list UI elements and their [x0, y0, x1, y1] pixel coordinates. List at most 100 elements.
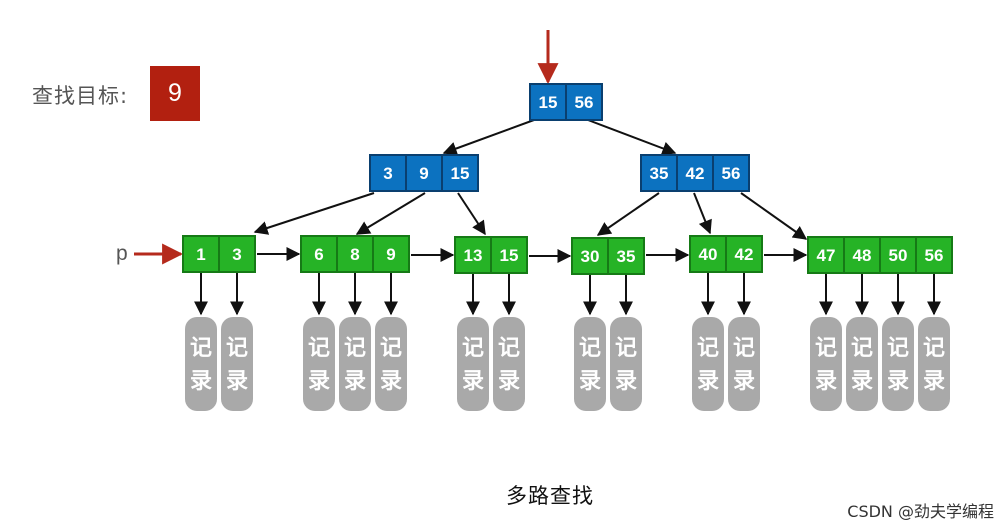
diagram-caption: 多路查找 — [506, 484, 594, 508]
record-text: 录 — [579, 369, 601, 394]
record-shape — [610, 317, 642, 411]
leaf-node-key: 47 — [817, 246, 836, 265]
tree-edge — [442, 119, 535, 156]
record-block: 记录 — [846, 317, 878, 411]
leaf-node-key: 56 — [925, 246, 944, 265]
internal-node-cell — [441, 154, 479, 192]
record-text: 录 — [226, 369, 248, 394]
record-text: 录 — [308, 369, 330, 394]
record-shape — [493, 317, 525, 411]
internal-node-cell — [640, 154, 678, 192]
record-text: 记 — [226, 336, 248, 361]
tree-edge — [355, 192, 426, 235]
internal-node-cell — [712, 154, 750, 192]
record-text: 记 — [308, 336, 330, 361]
internal-node-cell — [369, 154, 407, 192]
record-text: 录 — [190, 369, 212, 394]
record-shape — [375, 317, 407, 411]
record-text: 录 — [498, 369, 520, 394]
leaf-node-cell — [218, 235, 256, 273]
record-text: 录 — [923, 369, 945, 394]
record-text: 录 — [851, 369, 873, 394]
leaf-node-cell — [336, 235, 374, 273]
watermark: CSDN @劲夫学编程 — [847, 502, 994, 521]
record-shape — [339, 317, 371, 411]
record-text: 记 — [851, 336, 873, 361]
record-block: 记录 — [457, 317, 489, 411]
record-block: 记录 — [882, 317, 914, 411]
record-block: 记录 — [221, 317, 253, 411]
record-text: 记 — [462, 336, 484, 361]
record-block: 记录 — [610, 317, 642, 411]
record-block: 记录 — [375, 317, 407, 411]
pointer-p-label: p — [116, 242, 128, 265]
record-text: 记 — [579, 336, 601, 361]
internal-node-key: 15 — [451, 164, 470, 183]
record-block: 记录 — [185, 317, 217, 411]
record-block: 记录 — [339, 317, 371, 411]
leaf-node-cell — [607, 237, 645, 275]
tree-edge — [587, 119, 677, 156]
record-shape — [303, 317, 335, 411]
leaf-node-cell — [725, 235, 763, 273]
record-text: 录 — [887, 369, 909, 394]
record-shape — [574, 317, 606, 411]
record-block: 记录 — [574, 317, 606, 411]
record-text: 记 — [923, 336, 945, 361]
leaf-node-cell — [571, 237, 609, 275]
search-target-value: 9 — [150, 66, 200, 121]
record-text: 录 — [344, 369, 366, 394]
record-text: 记 — [344, 336, 366, 361]
leaf-node-cell — [689, 235, 727, 273]
record-text: 记 — [498, 336, 520, 361]
record-shape — [728, 317, 760, 411]
record-block: 记录 — [728, 317, 760, 411]
record-text: 记 — [887, 336, 909, 361]
leaf-node-key: 15 — [500, 246, 519, 265]
leaf-node-key: 13 — [464, 246, 483, 265]
leaf-node-key: 35 — [617, 247, 636, 266]
root-node-key: 15 — [539, 93, 558, 112]
record-shape — [692, 317, 724, 411]
record-shape — [457, 317, 489, 411]
tree-edges — [134, 30, 941, 316]
leaf-node-cell — [454, 236, 492, 274]
record-shape — [918, 317, 950, 411]
leaf-node-key: 6 — [314, 245, 323, 264]
record-text: 记 — [697, 336, 719, 361]
internal-node-key: 56 — [722, 164, 741, 183]
search-target-label: 查找目标: — [32, 84, 129, 108]
record-shape — [882, 317, 914, 411]
record-text: 录 — [380, 369, 402, 394]
internal-node-key: 42 — [686, 164, 705, 183]
record-text: 记 — [190, 336, 212, 361]
leaf-node-cell — [372, 235, 410, 273]
leaf-node-key: 8 — [350, 245, 359, 264]
record-text: 记 — [380, 336, 402, 361]
tree-edge — [740, 192, 808, 240]
record-block: 记录 — [692, 317, 724, 411]
root-node-cell — [565, 83, 603, 121]
record-text: 录 — [615, 369, 637, 394]
record-block: 记录 — [493, 317, 525, 411]
tree-edge — [693, 192, 712, 235]
root-node-cell — [529, 83, 567, 121]
leaf-node-cell — [490, 236, 528, 274]
internal-node-key: 35 — [650, 164, 669, 183]
record-shape — [221, 317, 253, 411]
leaf-node-key: 48 — [853, 246, 872, 265]
record-text: 录 — [697, 369, 719, 394]
record-text: 录 — [733, 369, 755, 394]
tree-edge — [596, 192, 660, 236]
record-shape — [810, 317, 842, 411]
leaf-node-cell — [182, 235, 220, 273]
